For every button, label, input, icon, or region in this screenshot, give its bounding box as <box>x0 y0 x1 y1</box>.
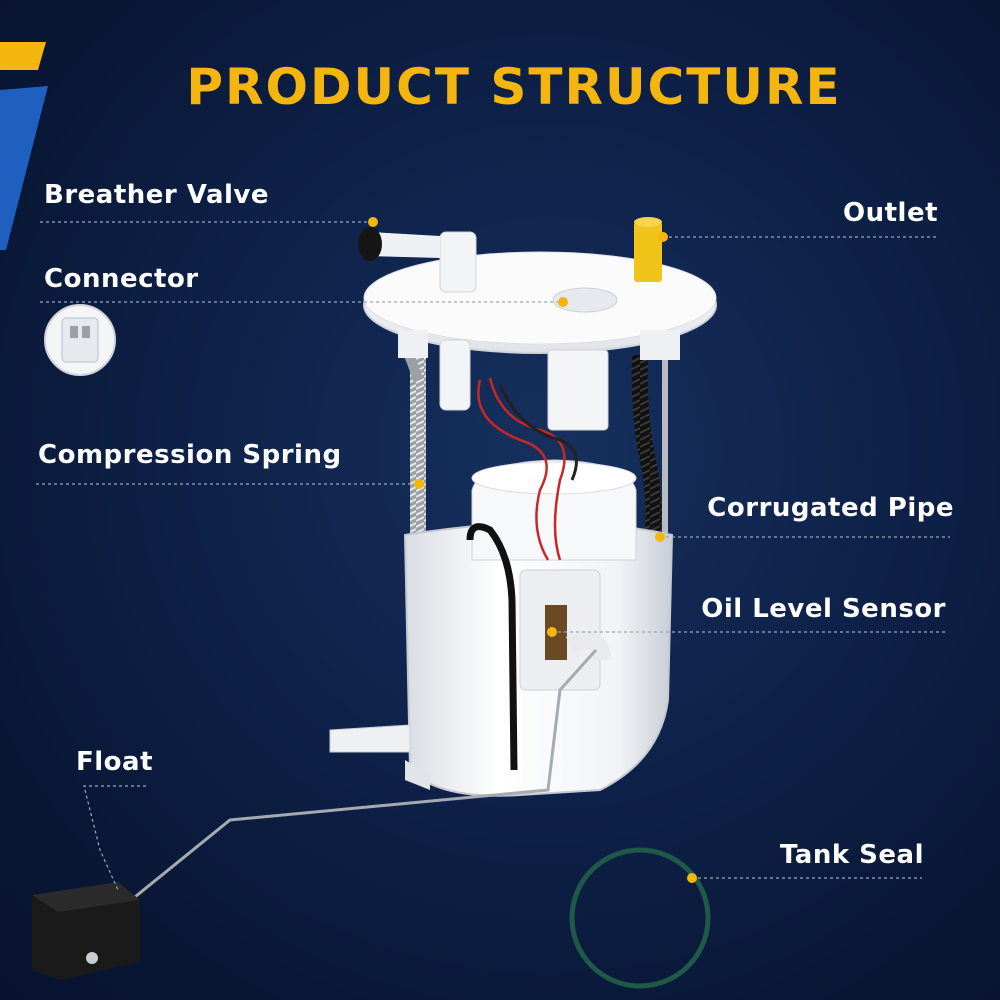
label-connector: Connector <box>44 264 199 294</box>
label-compression-spring: Compression Spring <box>38 440 342 470</box>
label-float: Float <box>76 747 154 777</box>
breather-valve-cap <box>358 227 382 261</box>
corner-stripe-decoration <box>0 42 48 250</box>
label-breather-valve: Breather Valve <box>44 180 270 210</box>
outlet-nozzle <box>634 222 662 282</box>
label-tank-seal: Tank Seal <box>779 840 924 870</box>
callout-dots <box>368 217 697 883</box>
compression-spring <box>410 352 426 542</box>
page-title: PRODUCT STRUCTURE <box>186 58 842 116</box>
callout-lines <box>36 221 950 891</box>
label-outlet: Outlet <box>842 198 938 228</box>
label-corrugated-pipe: Corrugated Pipe <box>707 493 954 523</box>
float-arm <box>124 648 598 907</box>
tank-seal <box>569 847 711 989</box>
label-oil-level-sensor: Oil Level Sensor <box>701 594 946 624</box>
corrugated-pipe <box>631 354 662 542</box>
